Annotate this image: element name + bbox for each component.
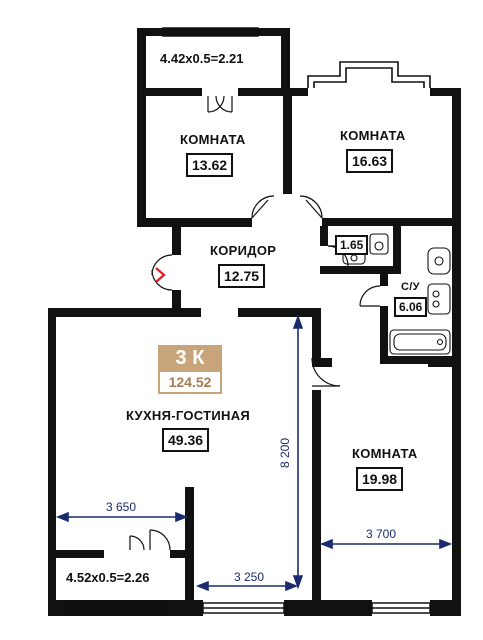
toilet-area: 1.65 — [335, 235, 369, 255]
bedroom1-area: 13.62 — [186, 153, 234, 177]
windows — [59, 27, 431, 614]
bathroom-title: С/У — [401, 281, 420, 293]
balcony-bottom-area: 4.52x0.5=2.26 — [66, 570, 150, 585]
corridor-area: 12.75 — [218, 264, 266, 288]
bedroom3-title: КОМНАТА — [352, 446, 418, 461]
bedroom3-width-dimension: 3 700 — [366, 527, 397, 541]
bathroom-area: 6.06 — [394, 297, 428, 317]
bedroom3-area: 19.98 — [356, 467, 404, 491]
bottom-width-dimension: 3 250 — [234, 570, 265, 584]
kitchen-width-dimension: 3 650 — [106, 500, 137, 514]
balcony-top-area: 4.42x0.5=2.21 — [160, 51, 244, 66]
entrance-arrow-icon — [155, 267, 166, 283]
bedroom1-title: КОМНАТА — [180, 132, 246, 147]
apartment-badge: 3 К 124.52 — [158, 345, 222, 394]
apartment-type: 3 К — [158, 345, 222, 372]
bedroom2-title: КОМНАТА — [340, 128, 406, 143]
doors — [129, 95, 381, 551]
bay-window — [307, 61, 431, 88]
kitchen-height-dimension: 8 200 — [278, 437, 292, 468]
kitchen-area: 49.36 — [162, 428, 210, 452]
apartment-total-area: 124.52 — [158, 372, 222, 394]
corridor-title: КОРИДОР — [210, 243, 277, 258]
kitchen-title: КУХНЯ-ГОСТИНАЯ — [126, 408, 251, 423]
dimension-lines — [55, 314, 453, 592]
fixtures — [342, 233, 451, 355]
walls — [48, 28, 461, 616]
bedroom2-area: 16.63 — [346, 149, 394, 173]
